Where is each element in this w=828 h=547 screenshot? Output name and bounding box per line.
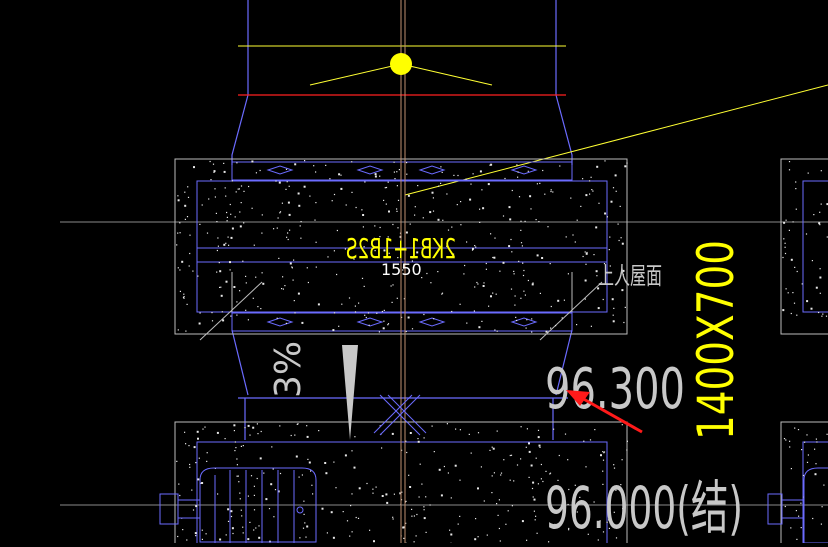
yellow-leader-line bbox=[405, 85, 828, 195]
yellow-fan-right bbox=[401, 64, 492, 85]
yellow-fan-left bbox=[310, 64, 401, 85]
elevation-label-2: 96.000(结) bbox=[545, 474, 743, 542]
yellow-circle-marker-icon[interactable] bbox=[390, 53, 412, 75]
cross-hatch-icon bbox=[374, 395, 426, 435]
elevation-label-1: 96.300 bbox=[545, 357, 685, 422]
slope-arrow-icon bbox=[342, 345, 358, 440]
roof-label: 上人屋面 bbox=[598, 262, 662, 290]
dimension-label: 1550 bbox=[381, 260, 422, 279]
beam-size-label: 1400X700 bbox=[687, 240, 745, 440]
slope-label: 3% bbox=[268, 341, 309, 398]
